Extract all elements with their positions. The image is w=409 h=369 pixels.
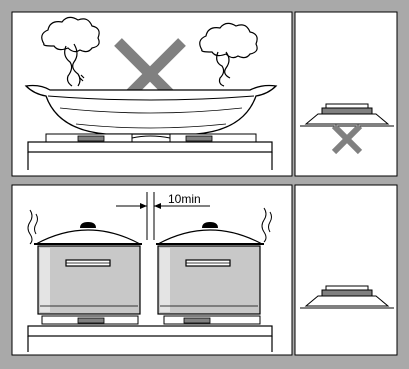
wide-pan-scene [24, 16, 278, 170]
cooktop-icon [27, 141, 273, 170]
wide-pan-icon [24, 84, 278, 135]
burner-left-icon [41, 315, 139, 325]
burner-right-icon [169, 133, 257, 143]
spacing-label: 10min [168, 192, 201, 206]
prohibited-cross-small-icon [331, 123, 363, 155]
two-pots-scene: 10min [27, 192, 273, 352]
spacing-dimension: 10min [116, 192, 210, 240]
burner-right-icon [163, 315, 261, 325]
burner-side-crossed-scene [300, 103, 394, 155]
pot-left-icon [34, 222, 142, 315]
burner-side-view-icon [300, 285, 394, 309]
steam-right-icon [261, 207, 267, 243]
cooktop-icon [27, 325, 273, 352]
panel-top-right [294, 11, 398, 177]
steam-left-icon [27, 209, 33, 245]
pot-right-icon [156, 222, 264, 315]
panel-bottom-right [294, 184, 398, 356]
burner-side-ok-scene [300, 285, 394, 309]
steam-cloud-left-icon [41, 16, 100, 87]
burner-left-icon [45, 133, 133, 143]
burner-side-view-icon [300, 103, 394, 127]
steam-cloud-right-icon [199, 22, 258, 87]
